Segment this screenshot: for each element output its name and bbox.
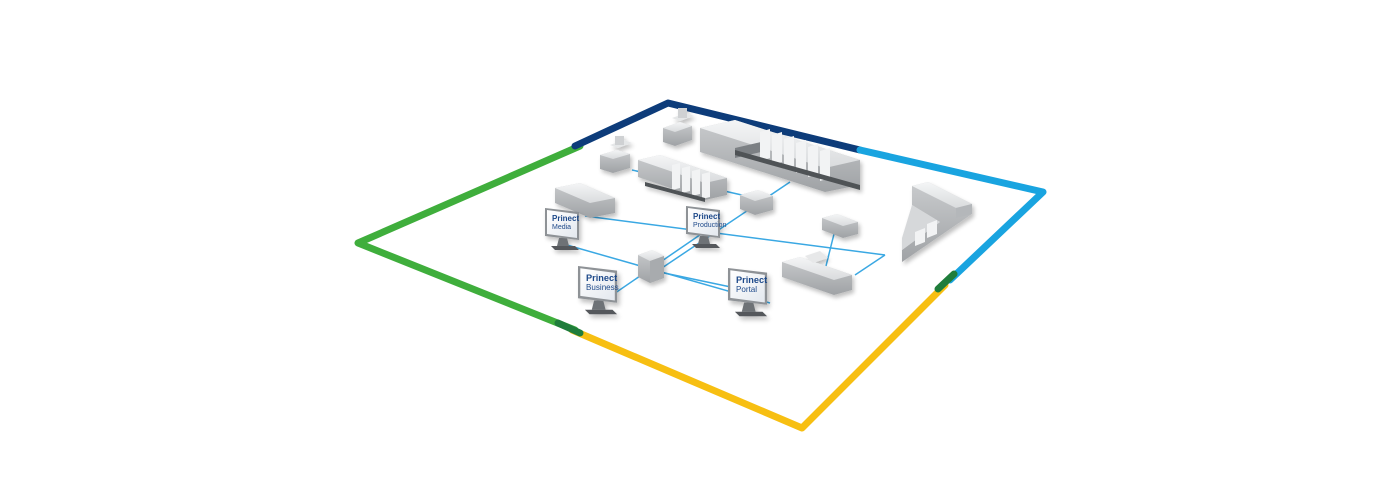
colored-border: [354, 99, 1047, 432]
printing-press-icon: [638, 155, 727, 202]
monitor-title: Prinect: [736, 275, 767, 285]
border-green-segment: [354, 142, 584, 334]
binding-machine-icon: [902, 182, 972, 262]
border-darkblue-segment: [571, 99, 864, 154]
monitor-subtitle: Business: [586, 283, 619, 292]
monitor-subtitle: Portal: [736, 285, 757, 294]
monitor-title: Prinect: [693, 212, 720, 221]
border-overlap-right: [934, 270, 958, 293]
monitor-title: Prinect: [586, 273, 617, 283]
stitcher-icon: [782, 251, 852, 295]
monitor-subtitle: Media: [552, 224, 571, 231]
border-yellow-segment: [568, 281, 949, 432]
platesetter-icon: [663, 108, 694, 146]
border-lightblue-segment: [856, 146, 1047, 284]
folding-machine-icon: [555, 183, 615, 218]
border-overlap-left: [554, 319, 584, 337]
monitor-title: Prinect: [552, 214, 579, 223]
monitors: PrinectMediaPrinectProductionPrinectBusi…: [545, 206, 767, 317]
printing-press-icon: [700, 120, 860, 192]
platesetter-icon: [600, 136, 632, 173]
cutter-icon: [822, 214, 858, 238]
monitor-subtitle: Production: [693, 222, 727, 229]
device-icon: [740, 190, 773, 215]
server-icon: [638, 250, 664, 283]
machines: [555, 108, 972, 295]
